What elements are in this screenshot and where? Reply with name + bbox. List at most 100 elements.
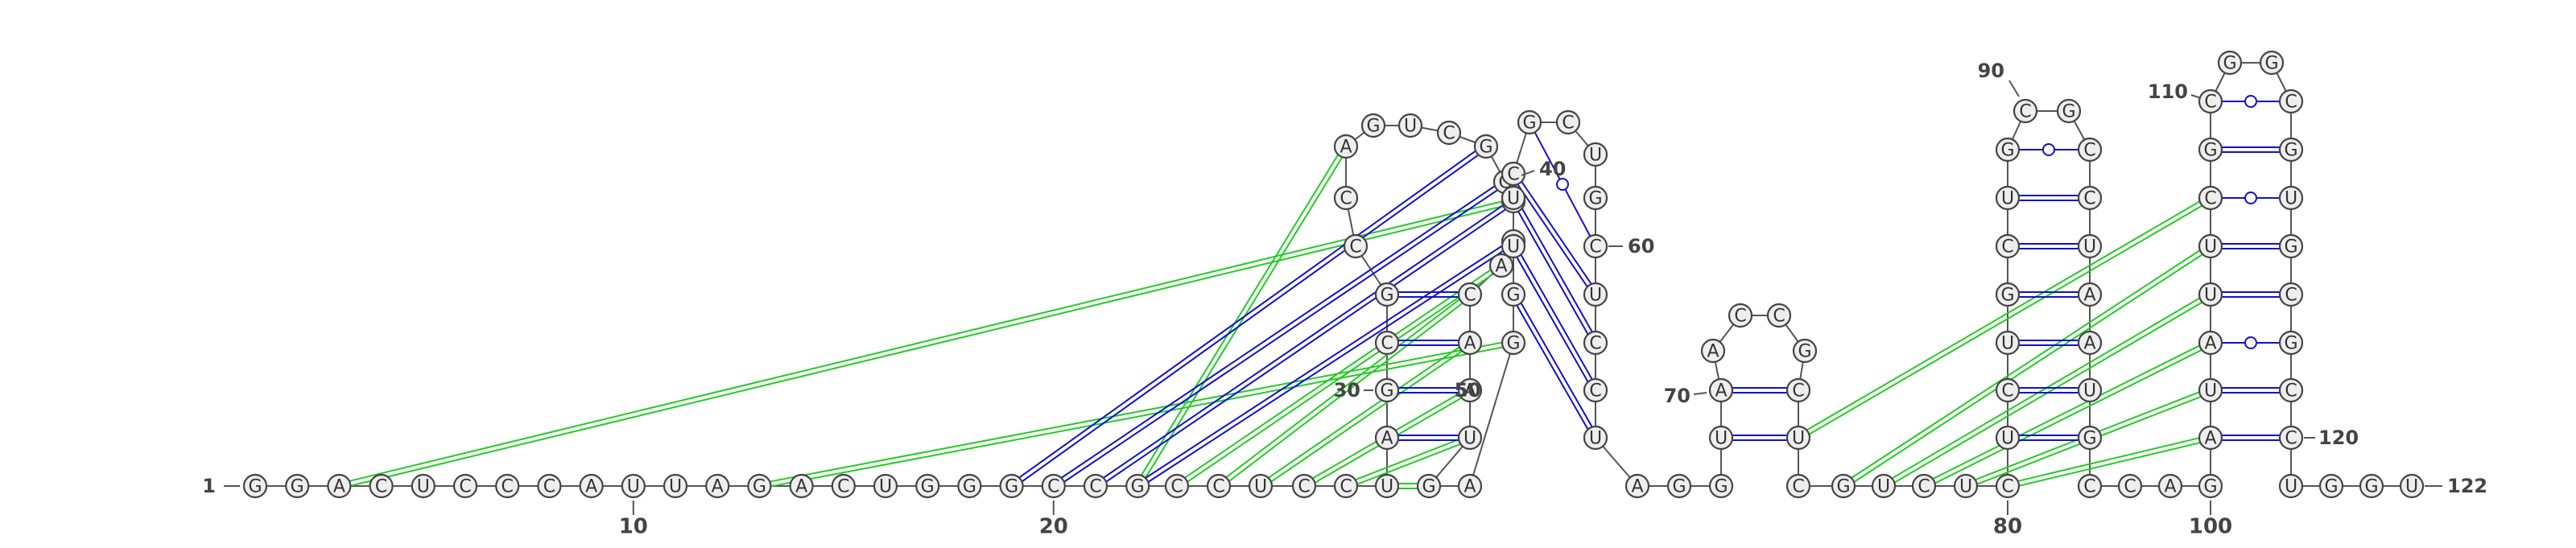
nucleotide: U bbox=[621, 473, 646, 499]
nucleotide: U bbox=[1953, 473, 1979, 499]
nucleotide: G bbox=[1995, 137, 2021, 163]
nucleotide: U bbox=[1785, 425, 1811, 451]
nucleotide: G bbox=[2278, 330, 2304, 356]
nucleotide-letter: C bbox=[2001, 237, 2013, 258]
nucleotide: U bbox=[2077, 233, 2103, 259]
nucleotide-circle bbox=[1708, 473, 1734, 499]
nucleotide: C bbox=[1995, 233, 2021, 259]
nucleotide: C bbox=[1583, 330, 1608, 356]
canonical-pair-line bbox=[1096, 202, 1516, 489]
nucleotide: A bbox=[705, 473, 730, 499]
nucleotide-circle bbox=[285, 473, 310, 499]
nucleotide-circle bbox=[2077, 282, 2103, 307]
position-label: 50 bbox=[1455, 379, 1481, 402]
nucleotide: A bbox=[1457, 330, 1483, 356]
nucleotide-circle bbox=[1333, 185, 1359, 211]
nucleotide-circle bbox=[1708, 425, 1734, 451]
nucleotide-circle bbox=[2013, 98, 2038, 124]
nucleotide-circle bbox=[1666, 473, 1692, 499]
nucleotide-letter: U bbox=[1589, 429, 1602, 449]
nucleotide: C bbox=[1785, 473, 1811, 499]
wobble-pair-marker bbox=[2244, 192, 2257, 204]
nucleotide-letter: U bbox=[2204, 381, 2217, 402]
nucleotide: G bbox=[999, 473, 1024, 499]
nucleotide-circle bbox=[1374, 377, 1400, 403]
nucleotide-letter: C bbox=[2285, 93, 2297, 113]
nucleotide-circle bbox=[831, 473, 856, 499]
pseudoknot-pair-line bbox=[758, 340, 1513, 485]
nucleotide: G bbox=[1473, 134, 1499, 159]
nucleotide-letter: G bbox=[1506, 286, 1520, 306]
nucleotide-letter: C bbox=[2083, 141, 2095, 161]
nucleotide: C bbox=[2278, 282, 2304, 307]
nucleotide-letter: U bbox=[627, 477, 640, 497]
nucleotide-letter: G bbox=[2203, 477, 2217, 497]
nucleotide-letter: C bbox=[1792, 381, 1804, 402]
nucleotide: U bbox=[2198, 233, 2223, 259]
canonical-pair-line bbox=[1514, 196, 1599, 343]
nucleotide-letter: A bbox=[712, 477, 724, 497]
nucleotide-circle bbox=[1785, 425, 1811, 451]
nucleotide-circle bbox=[1083, 473, 1108, 499]
pseudoknot-pair-line bbox=[1134, 144, 1345, 485]
nucleotide-circle bbox=[1333, 134, 1359, 159]
position-tick bbox=[2190, 94, 2202, 99]
canonical-pair-line bbox=[1514, 171, 1599, 294]
nucleotide: G bbox=[242, 473, 268, 499]
pseudoknot-pair-line bbox=[1924, 344, 2212, 489]
nucleotide: G bbox=[2217, 50, 2243, 76]
nucleotide-circle bbox=[411, 473, 436, 499]
nucleotide: A bbox=[2198, 425, 2223, 451]
nucleotide: G bbox=[2077, 425, 2103, 451]
nucleotide-circle bbox=[1343, 233, 1368, 259]
nucleotide-letter: C bbox=[2204, 189, 2216, 209]
nucleotide-circle bbox=[1457, 425, 1483, 451]
nucleotide-letter: G bbox=[2000, 286, 2014, 306]
nucleotide-circle bbox=[2198, 473, 2223, 499]
nucleotide: U bbox=[2399, 473, 2425, 499]
nucleotide: C bbox=[1995, 473, 2021, 499]
nucleotide-letter: C bbox=[459, 477, 471, 497]
nucleotide-letter: U bbox=[1507, 237, 1520, 258]
nucleotide: C bbox=[2077, 137, 2103, 163]
nucleotide-letter: U bbox=[2083, 381, 2096, 402]
nucleotide-circle bbox=[1583, 233, 1608, 259]
nucleotide-letter: G bbox=[2264, 54, 2278, 74]
nucleotide-letter: C bbox=[2124, 477, 2136, 497]
nucleotide: C bbox=[537, 473, 562, 499]
nucleotide-letter: C bbox=[1381, 334, 1393, 354]
nucleotide-letter: A bbox=[1463, 334, 1476, 354]
nucleotide-letter: A bbox=[1463, 477, 1476, 497]
nucleotide-letter: A bbox=[795, 477, 807, 497]
nucleotide: U bbox=[1457, 425, 1483, 451]
nucleotide: C bbox=[2198, 89, 2223, 114]
nucleotide-circle bbox=[1583, 330, 1608, 356]
nucleotide-letter: G bbox=[1005, 477, 1018, 497]
nucleotide: G bbox=[1666, 473, 1692, 499]
nucleotide-letter: U bbox=[2083, 237, 2096, 258]
nucleotide-letter: U bbox=[1463, 429, 1476, 449]
nucleotide-circle bbox=[2278, 473, 2304, 499]
position-label: 110 bbox=[2148, 80, 2188, 103]
nucleotide-circle bbox=[2077, 377, 2103, 403]
nucleotide-letter: G bbox=[1380, 286, 1393, 306]
position-label: 70 bbox=[1664, 385, 1690, 407]
nucleotide-circle bbox=[1206, 473, 1232, 499]
nucleotide-letter: C bbox=[837, 477, 849, 497]
nucleotide-circle bbox=[2198, 137, 2223, 163]
nucleotide-letter: G bbox=[753, 477, 766, 497]
nucleotide-circle bbox=[2157, 473, 2183, 499]
nucleotide: U bbox=[1708, 425, 1734, 451]
nucleotide-circle bbox=[452, 473, 478, 499]
nucleotide: A bbox=[1374, 425, 1400, 451]
canonical-pair-line bbox=[1138, 242, 1516, 489]
nucleotide: C bbox=[1333, 185, 1359, 211]
nucleotide: A bbox=[1700, 338, 1726, 364]
nucleotide-letter: G bbox=[963, 477, 976, 497]
nucleotide-circle bbox=[1517, 109, 1542, 135]
nucleotide-letter: C bbox=[2083, 189, 2095, 209]
canonical-pair-line bbox=[1510, 198, 1595, 344]
backbone bbox=[255, 62, 2412, 487]
nucleotide-letter: C bbox=[1047, 477, 1059, 497]
nucleotide-circle bbox=[2278, 282, 2304, 307]
